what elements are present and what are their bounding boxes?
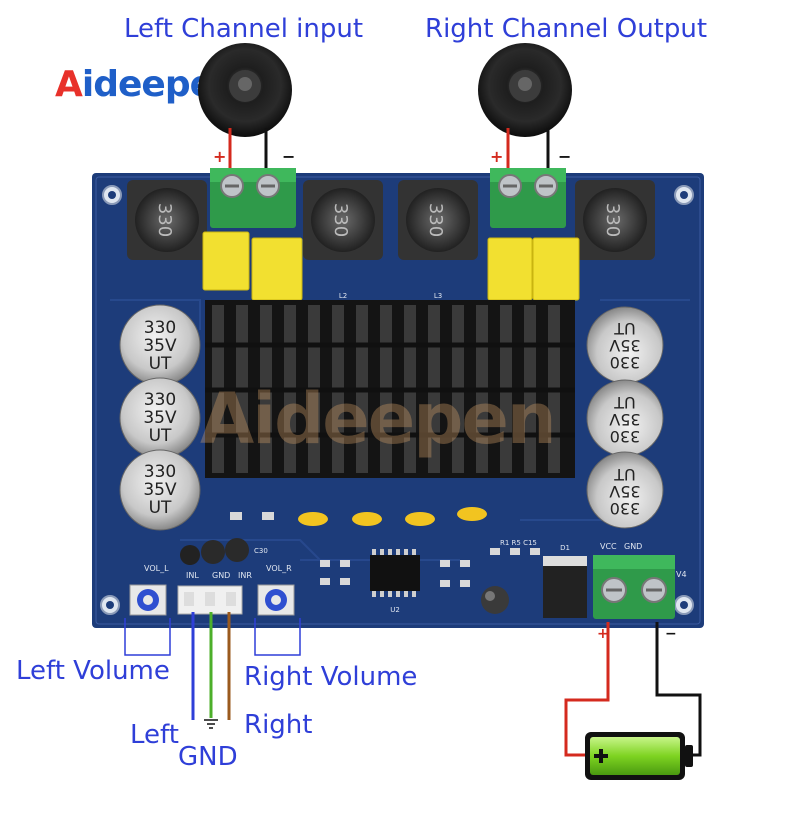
- silk-c30: C30: [254, 547, 268, 555]
- right-volume-pot[interactable]: [257, 584, 295, 616]
- silk-inr: INR: [238, 571, 252, 580]
- silk-v4: V4: [676, 570, 687, 579]
- inductor-4: 330: [575, 180, 655, 260]
- power-minus: −: [665, 626, 677, 642]
- cap-r3-brand: UT: [614, 465, 636, 484]
- silk-vcc: VCC: [600, 542, 617, 551]
- right-speaker: [478, 43, 572, 137]
- label-left-volume: Left Volume: [16, 656, 170, 686]
- silk-gnd2: GND: [624, 542, 642, 551]
- smd-parts: [230, 512, 540, 587]
- brand-watermark: Aideepen: [200, 378, 557, 460]
- electrolytic-capacitors-left: 330 35V UT 330 35V UT 330 35V UT: [119, 304, 201, 531]
- cap-l3-voltage: 35V: [143, 480, 177, 500]
- diode-d1: D1: [543, 544, 587, 618]
- ground-symbol: [204, 719, 218, 729]
- label-right-volume: Right Volume: [244, 662, 418, 692]
- speaker-wires: [228, 128, 550, 172]
- silk-l3: L3: [434, 292, 442, 300]
- right-speaker-minus: −: [558, 147, 571, 166]
- cap-l2-voltage: 35V: [143, 408, 177, 428]
- cap-r2-brand: UT: [614, 393, 636, 412]
- silk-u2: U2: [390, 606, 400, 614]
- silk-vol-r: VOL_R: [266, 564, 292, 573]
- cap-l3-value: 330: [144, 462, 176, 482]
- label-left: Left: [130, 720, 179, 750]
- silk-gnd: GND: [212, 571, 230, 580]
- small-capacitor: [481, 586, 509, 614]
- logo-letter-a: A: [55, 64, 83, 105]
- inductor-1: 330: [127, 180, 207, 260]
- cap-r1-voltage: 35V: [609, 336, 640, 355]
- left-speaker: [198, 43, 292, 137]
- cap-r3-voltage: 35V: [609, 482, 640, 501]
- capacitor-c30: C30: [180, 538, 268, 565]
- cap-l1-brand: UT: [149, 354, 172, 374]
- cap-r1-brand: UT: [614, 319, 636, 338]
- electrolytic-capacitors-right: 330 35V UT 330 35V UT 330 35V UT: [586, 306, 664, 529]
- label-left-channel-input: Left Channel input: [124, 14, 364, 44]
- cap-r1-value: 330: [610, 353, 641, 372]
- cap-l1-value: 330: [144, 318, 176, 338]
- ic-u2: U2: [370, 549, 420, 614]
- left-speaker-plus: +: [213, 147, 226, 166]
- left-speaker-terminal: [210, 168, 296, 228]
- audio-input-connector: [177, 585, 243, 615]
- label-right: Right: [244, 710, 313, 740]
- label-right-channel-output: Right Channel Output: [425, 14, 708, 44]
- label-gnd: GND: [178, 742, 238, 772]
- right-speaker-terminal: [490, 168, 566, 228]
- inductor-2: 330 L2: [303, 180, 383, 300]
- power-terminal: [593, 555, 675, 619]
- silk-inl: INL: [186, 571, 199, 580]
- inductor-3-label: 330: [425, 203, 446, 237]
- cap-r2-value: 330: [610, 427, 641, 446]
- cap-r2-voltage: 35V: [609, 410, 640, 429]
- right-speaker-plus: +: [490, 147, 503, 166]
- cap-l2-value: 330: [144, 390, 176, 410]
- cap-l1-voltage: 35V: [143, 336, 177, 356]
- inductor-1-label: 330: [154, 203, 175, 237]
- volume-brackets: [124, 618, 301, 656]
- battery-icon: [585, 732, 693, 780]
- film-capacitors: [202, 231, 580, 301]
- power-wires: [564, 622, 702, 757]
- inductor-2-label: 330: [330, 203, 351, 237]
- inductor-3: 330 L3: [398, 180, 478, 300]
- silk-d1: D1: [560, 544, 570, 552]
- silk-l2: L2: [339, 292, 347, 300]
- inductor-4-label: 330: [602, 203, 623, 237]
- cap-l2-brand: UT: [149, 426, 172, 446]
- heatsink: [205, 300, 575, 478]
- power-plus: +: [597, 626, 609, 642]
- left-speaker-minus: −: [282, 147, 295, 166]
- silk-resistors: R1 R5 C15: [500, 539, 537, 547]
- ceramic-capacitors: [298, 507, 487, 526]
- silk-vol-l: VOL_L: [144, 564, 169, 573]
- cap-l3-brand: UT: [149, 498, 172, 518]
- input-wires: [191, 612, 231, 720]
- cap-r3-value: 330: [610, 499, 641, 518]
- left-volume-pot[interactable]: [129, 584, 167, 616]
